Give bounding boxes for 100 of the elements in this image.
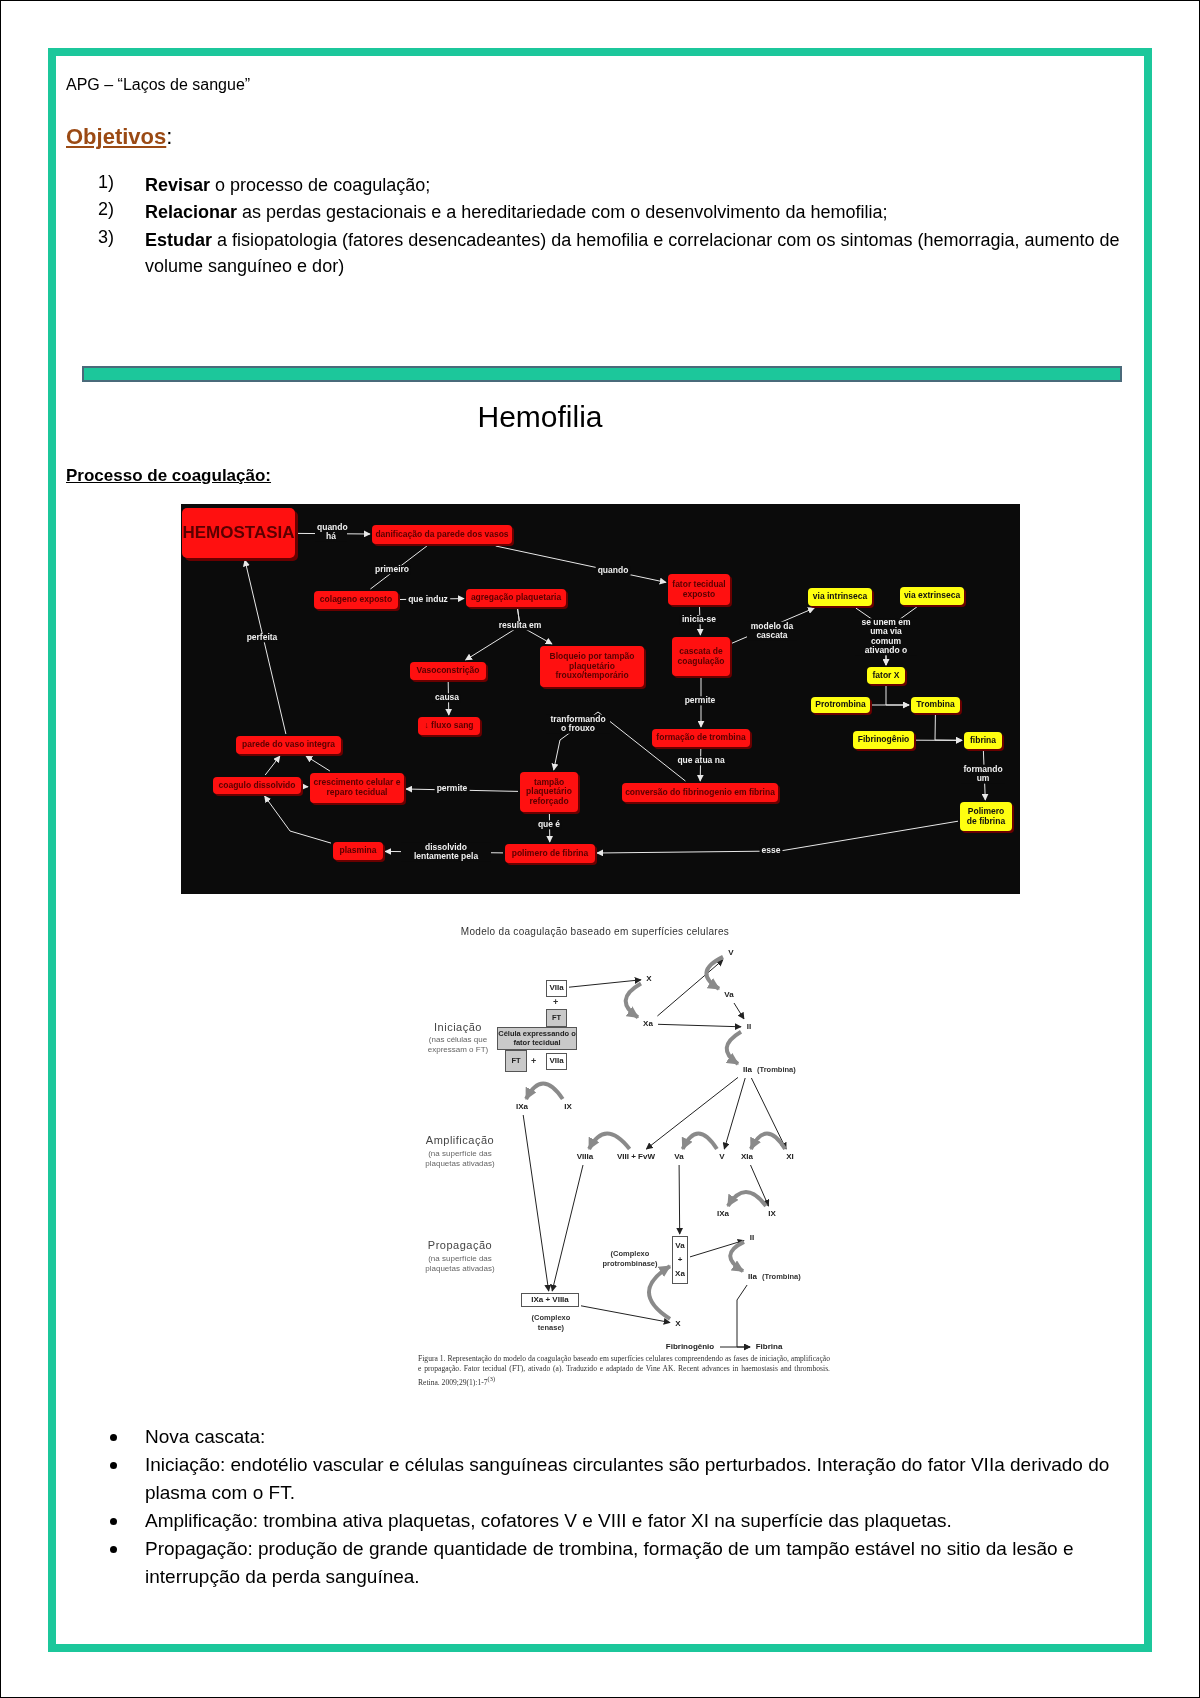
arrow [647, 1264, 672, 1321]
factor-label: Fibrinogênio [662, 1341, 718, 1353]
arrow [596, 820, 959, 857]
arrow [568, 976, 642, 988]
factor-label: VIIIa [574, 1151, 596, 1163]
factor-label: Va [721, 989, 737, 1001]
concept-box: cascata de coagulação [672, 637, 730, 676]
edge-label: quando [595, 566, 631, 576]
concept-box: danificação da parede dos vasos [372, 525, 512, 544]
concept-box: fator X [867, 667, 905, 684]
arrow [242, 559, 287, 735]
arrow [749, 1131, 787, 1151]
concept-box: parede do vaso integra [236, 736, 341, 754]
edge-label: inicia-se [680, 615, 718, 625]
edge-label: perfeita [244, 633, 280, 643]
factor-label: Va [671, 1151, 687, 1163]
section-heading: Processo de coagulação: [66, 466, 273, 486]
factor-label: IIa [740, 1064, 755, 1076]
edge-label: quando há [315, 522, 347, 542]
edge-label: que atua na [675, 756, 727, 766]
arrow [697, 677, 705, 728]
arrow [726, 1190, 768, 1208]
factor-label: II [743, 1021, 755, 1033]
arrow [750, 1164, 770, 1207]
edge-label: modelo da cascata [747, 621, 797, 641]
concept-box: colageno exposto [314, 591, 398, 609]
concept-box: plasmina [333, 842, 383, 860]
edge-label: permite [682, 696, 718, 706]
phase-note: (na superfície das plaquetas ativadas) [424, 1149, 496, 1169]
arrow [656, 959, 724, 1017]
arrow [722, 1077, 746, 1150]
concept-box: tampão plaquetário reforçado [520, 772, 578, 812]
arrow [305, 755, 331, 772]
arrow [689, 1238, 745, 1258]
concept-box: ↓ fluxo sang [418, 717, 480, 735]
concept-box: via intrinseca [808, 588, 872, 606]
phase-heading: Amplificação [424, 1134, 496, 1146]
concept-box: polimero de fibrina [505, 844, 595, 863]
title-box: HEMOSTASIA [182, 508, 295, 558]
phase-heading: Iniciação [433, 1021, 483, 1033]
factor-box: Va + Xa [672, 1236, 688, 1284]
arrow [704, 955, 724, 991]
factor-label: X [672, 1318, 684, 1330]
factor-label: V [725, 947, 737, 959]
edge-label: formando um [961, 764, 1005, 784]
concept-box: formação de trombina [652, 729, 750, 747]
concept-box: Vasoconstrição [410, 662, 486, 680]
phase-note: (nas células que expressam o FT) [426, 1035, 490, 1055]
concept-box: Fibrinogênio [853, 731, 914, 749]
edge-label: que induz [406, 595, 450, 605]
factor-label: Xa [640, 1018, 656, 1030]
edge-label: dissolvido lentamente pela [401, 842, 491, 862]
arrow [522, 1114, 552, 1292]
arrow [623, 981, 643, 1019]
arrow [676, 1164, 684, 1235]
arrow [885, 685, 910, 709]
arrow [934, 714, 963, 744]
phase-note: (na superfície das plaquetas ativadas) [424, 1254, 496, 1274]
arrow [301, 783, 309, 791]
arrow [728, 1240, 745, 1273]
bullet-text: Amplificação: trombina ativa plaquetas, cofatores V e VIII e fator XI na superfície das plaquetas. [145, 1509, 953, 1533]
list-number: 1) [98, 172, 114, 193]
factor-label: XIa [738, 1151, 756, 1163]
edge-label: resulta em [496, 621, 544, 631]
factor-label: IXa [714, 1208, 732, 1220]
arrow [550, 1164, 584, 1292]
bullet-text: Nova cascata: [145, 1425, 267, 1449]
concept-box: agregação plaquetaria [466, 589, 566, 607]
list-number: 3) [98, 227, 114, 248]
factor-box: IXa + VIIIa [521, 1293, 579, 1307]
concept-box: fibrina [964, 732, 1002, 749]
arrow [724, 1030, 743, 1066]
list-item: Revisar o processo de coagulação; [145, 174, 432, 197]
concept-box: coagulo dissolvido [213, 777, 301, 794]
section-heading: Objetivos: [66, 124, 174, 150]
factor-box: VIIa [546, 980, 567, 997]
arrow [264, 795, 332, 844]
list-number: 2) [98, 199, 114, 220]
concept-box: conversão do fibrinogenio em fibrina [622, 783, 778, 802]
plus-sign: + [553, 997, 559, 1007]
concept-box: via extrinseca [900, 587, 964, 605]
header-text: APG – “Laços de sangue” [66, 76, 252, 94]
factor-label: XI [783, 1151, 797, 1163]
concept-box: Polimero de fibrina [960, 802, 1012, 831]
concept-box: crescimento celular e reparo tecidual [310, 773, 404, 803]
arrow [587, 1131, 632, 1151]
concept-box: Protrombina [811, 697, 870, 713]
page-title: Hemofilia [476, 400, 604, 434]
concept-box: Bloqueio por tampão plaquetário frouxo/temporário [540, 646, 644, 687]
factor-label: IX [561, 1101, 575, 1113]
edge-label: causa [432, 693, 462, 703]
arrow [733, 1002, 745, 1020]
list-item: Relacionar as perdas gestacionais e a hereditariedade com o desenvolvimento da hemofilia; [145, 201, 889, 224]
arrow [719, 1343, 751, 1351]
arrow [645, 1076, 739, 1150]
concept-box: Trombina [911, 697, 960, 713]
factor-label: IXa [513, 1101, 531, 1113]
divider-bar [82, 366, 1122, 382]
factor-label: IX [765, 1208, 779, 1220]
list-item: Estudar a fisiopatologia (fatores desencadeantes) da hemofilia e correlacionar com os sintomas (hemorragia, aumento de volume sanguíneo e dor) [145, 229, 1121, 278]
